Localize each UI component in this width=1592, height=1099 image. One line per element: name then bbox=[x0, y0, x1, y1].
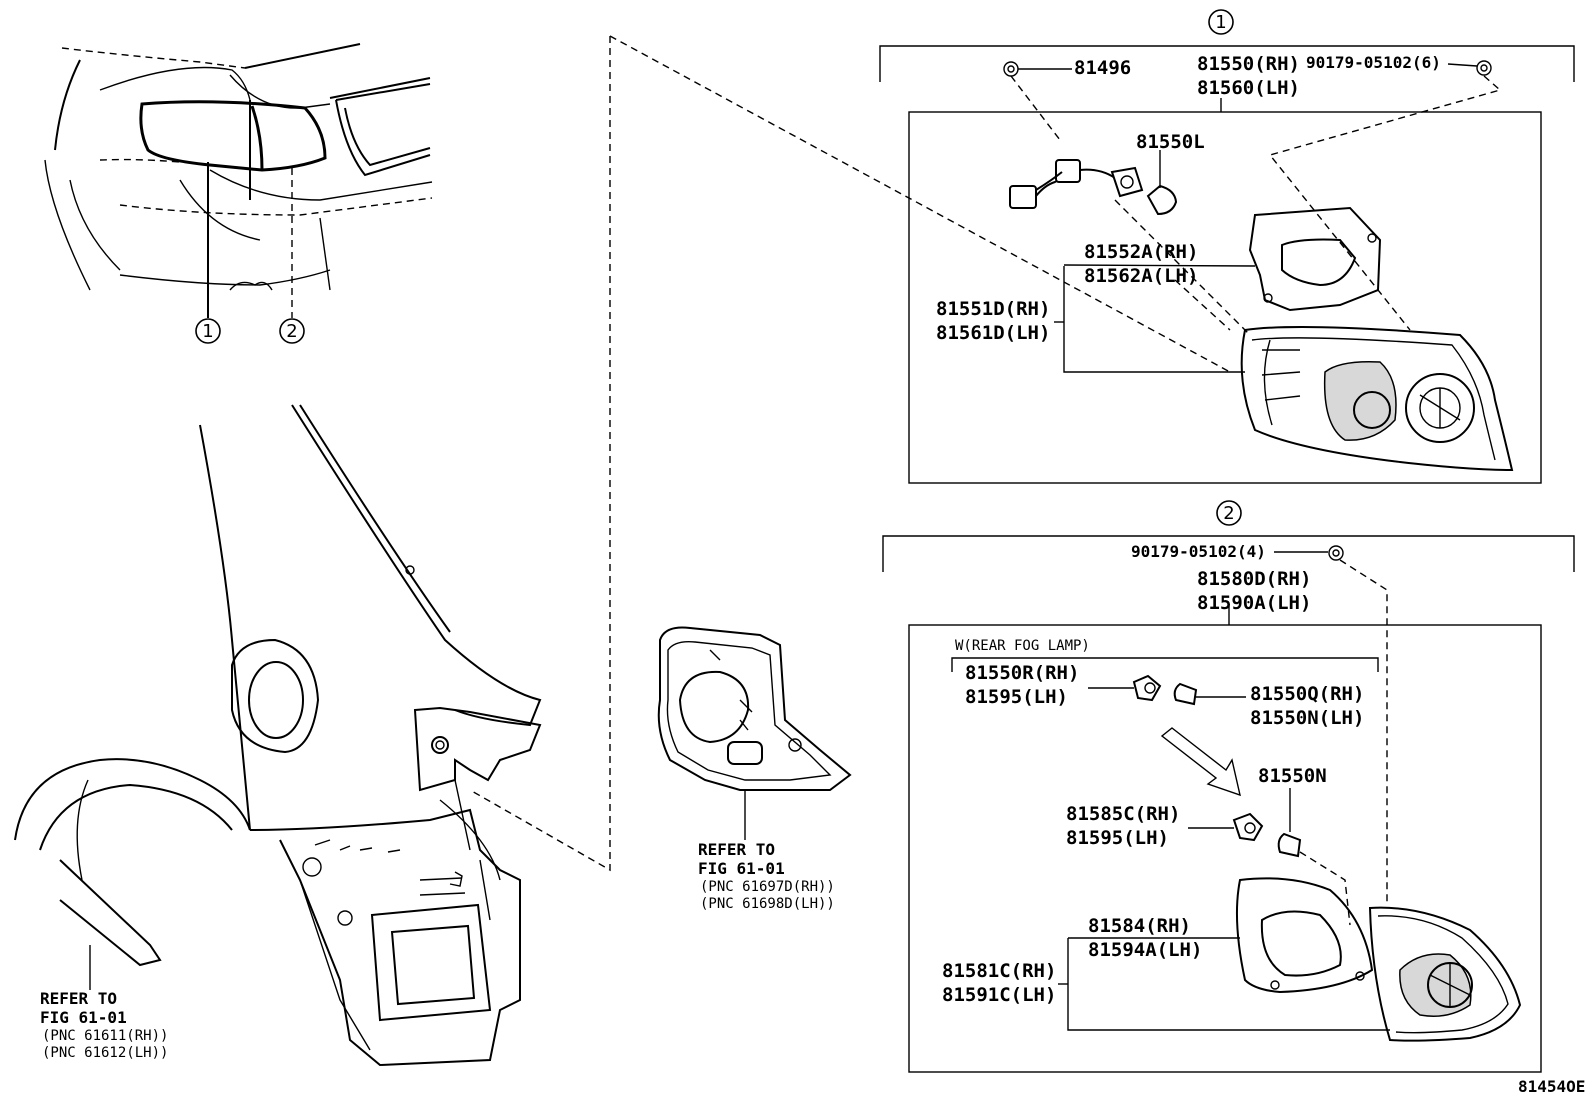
socket-harness bbox=[1009, 159, 1144, 209]
svg-text:1: 1 bbox=[202, 321, 213, 342]
callout-2-car: 2 bbox=[279, 318, 305, 344]
label-lens-lh: 81561D(LH) bbox=[936, 322, 1050, 344]
group-2: 2 90179-05102(4) 81580D(RH) 81590A(LH) W… bbox=[882, 500, 1575, 1073]
arrow-indicator bbox=[1160, 727, 1241, 797]
label-fog-note: W(REAR FOG LAMP) bbox=[955, 638, 1090, 654]
socket-81585C bbox=[1232, 812, 1264, 842]
refer-panel-note: REFER TO FIG 61-01 (PNC 61697D(RH)) (PNC… bbox=[698, 840, 835, 912]
label-lens2-lh: 81591C(LH) bbox=[942, 984, 1056, 1006]
label-screw-6: 90179-05102(6) bbox=[1306, 53, 1441, 72]
lens-81551D bbox=[1240, 325, 1514, 472]
label-assy2-lh: 81590A(LH) bbox=[1197, 592, 1311, 614]
svg-text:1: 1 bbox=[1215, 12, 1226, 33]
svg-text:2: 2 bbox=[1223, 503, 1234, 524]
svg-text:(PNC 61697D(RH)): (PNC 61697D(RH)) bbox=[700, 879, 835, 895]
label-assy-rh: 81550(RH) bbox=[1197, 53, 1300, 75]
callout-1-header: 1 bbox=[1208, 9, 1234, 35]
group-1: 1 81496 81550(RH) 81560(LH) 90179-05102(… bbox=[879, 9, 1575, 484]
label-screw-4: 90179-05102(4) bbox=[1131, 542, 1266, 561]
car-rear-view: 1 2 bbox=[44, 43, 433, 344]
label-fog-socket-rh: 81550R(RH) bbox=[965, 662, 1079, 684]
svg-text:(PNC 61698D(LH)): (PNC 61698D(LH)) bbox=[700, 896, 835, 912]
gasket-81584 bbox=[1235, 877, 1374, 994]
label-socket-lh: 81595(LH) bbox=[1066, 827, 1169, 849]
label-gasket-rh: 81552A(RH) bbox=[1084, 241, 1198, 263]
tail-lamp-split bbox=[250, 105, 264, 171]
label-assy2-rh: 81580D(RH) bbox=[1197, 568, 1311, 590]
svg-text:(PNC 61612(LH)): (PNC 61612(LH)) bbox=[42, 1045, 168, 1061]
callout-2-header: 2 bbox=[1216, 500, 1242, 526]
label-81550L: 81550L bbox=[1136, 131, 1205, 153]
svg-text:2: 2 bbox=[286, 321, 297, 342]
label-lens2-rh: 81581C(RH) bbox=[942, 960, 1056, 982]
svg-text:(PNC 61611(RH)): (PNC 61611(RH)) bbox=[42, 1028, 168, 1044]
callout-1-car: 1 bbox=[195, 318, 221, 344]
gasket-81552A bbox=[1248, 206, 1382, 312]
lens-81581C bbox=[1368, 906, 1522, 1042]
label-81496: 81496 bbox=[1074, 57, 1131, 79]
svg-text:FIG 61-01: FIG 61-01 bbox=[40, 1008, 127, 1027]
tail-lamp-outline bbox=[139, 100, 327, 172]
quarter-panel bbox=[14, 404, 542, 1067]
label-fog-bulb-lh: 81550N(LH) bbox=[1250, 707, 1364, 729]
label-gasket2-lh: 81594A(LH) bbox=[1088, 939, 1202, 961]
label-assy-lh: 81560(LH) bbox=[1197, 77, 1300, 99]
label-gasket-lh: 81562A(LH) bbox=[1084, 265, 1198, 287]
svg-text:REFER TO: REFER TO bbox=[40, 989, 117, 1008]
bulb-81550L bbox=[1146, 150, 1178, 216]
label-fog-socket-lh: 81595(LH) bbox=[965, 686, 1068, 708]
label-gasket2-rh: 81584(RH) bbox=[1088, 915, 1191, 937]
refer-fender-note: REFER TO FIG 61-01 (PNC 61611(RH)) (PNC … bbox=[40, 989, 168, 1061]
fog-socket bbox=[1132, 674, 1162, 702]
label-socket-rh: 81585C(RH) bbox=[1066, 803, 1180, 825]
svg-text:FIG 61-01: FIG 61-01 bbox=[698, 859, 785, 878]
label-fog-bulb-rh: 81550Q(RH) bbox=[1250, 683, 1364, 705]
diagram-id: 81454OE bbox=[1518, 1077, 1585, 1096]
bulb-81550N bbox=[1277, 832, 1302, 858]
label-81550N: 81550N bbox=[1258, 765, 1327, 787]
fog-bulb bbox=[1173, 682, 1198, 706]
svg-text:REFER TO: REFER TO bbox=[698, 840, 775, 859]
label-lens-rh: 81551D(RH) bbox=[936, 298, 1050, 320]
lamp-seat-panel bbox=[657, 626, 852, 840]
